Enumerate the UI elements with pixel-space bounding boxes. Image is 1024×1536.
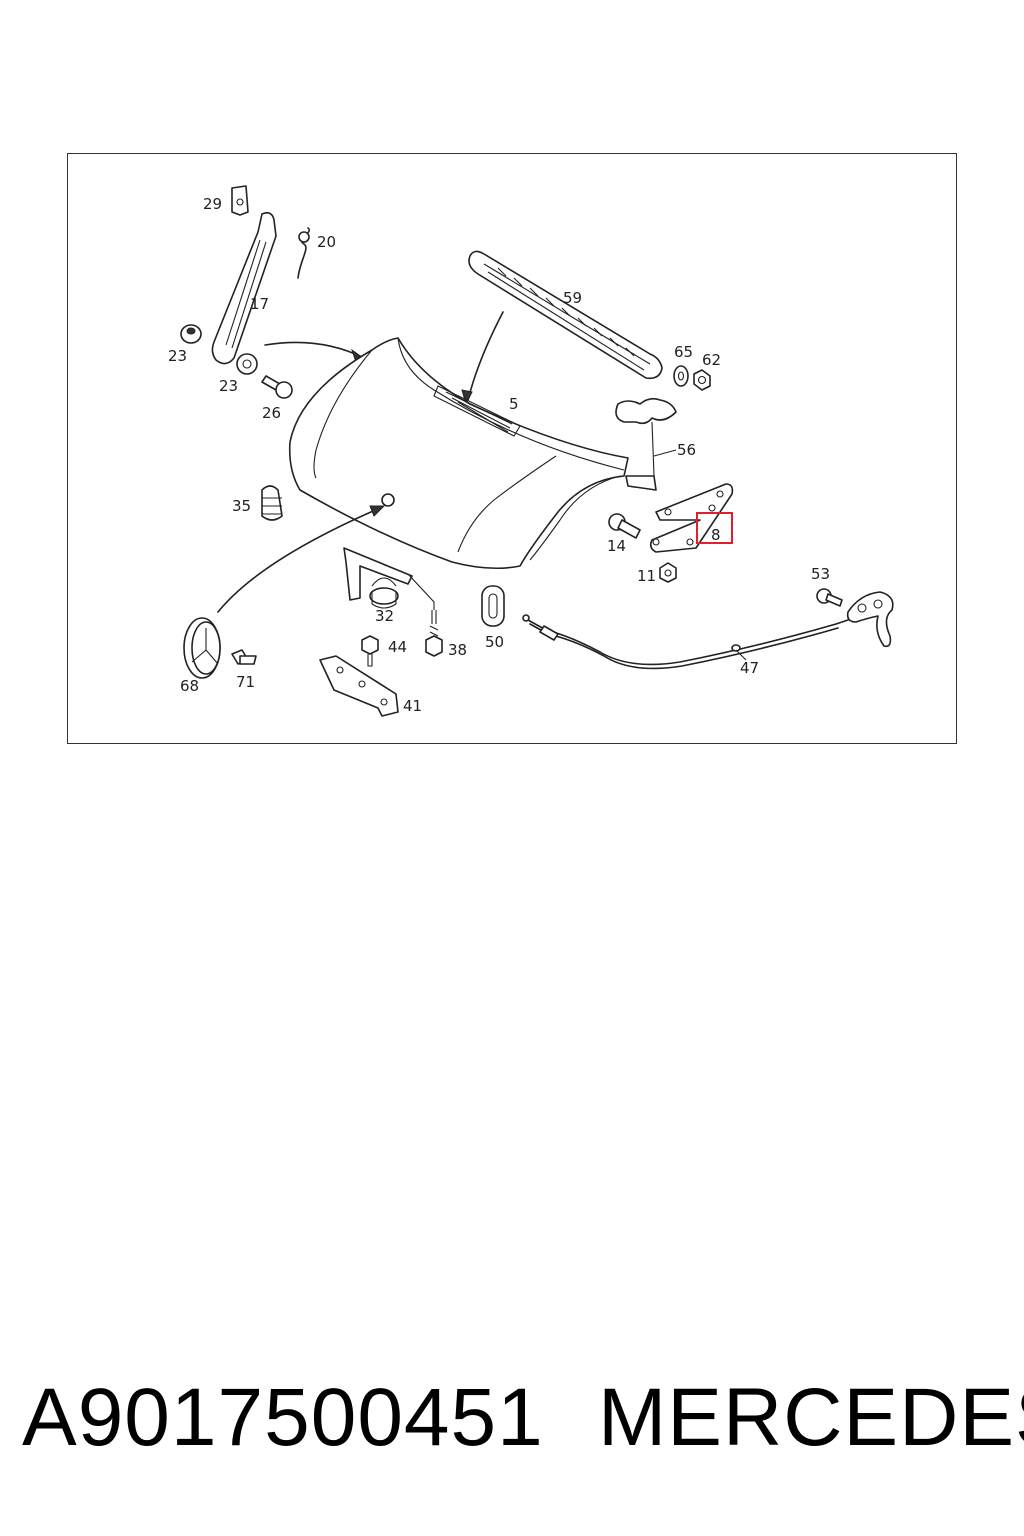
- part-59-cowl-grille[interactable]: [468, 250, 663, 380]
- part-50-grommet[interactable]: [481, 585, 505, 627]
- callout-32: 32: [375, 607, 394, 625]
- emblem-mount-point: [381, 493, 395, 507]
- callout-62: 62: [702, 351, 721, 369]
- highlight-box-callout-8: [696, 512, 733, 544]
- leader-56: [653, 449, 677, 457]
- callout-50: 50: [485, 633, 504, 651]
- callout-17: 17: [250, 295, 269, 313]
- part-62-nut[interactable]: [693, 369, 711, 391]
- arrowhead-emblem: [369, 505, 386, 517]
- part-release-handle[interactable]: [846, 591, 894, 648]
- callout-44: 44: [388, 638, 407, 656]
- callout-5: 5: [509, 395, 519, 413]
- callout-23-lower: 23: [219, 377, 238, 395]
- part-14-bolt[interactable]: [608, 513, 641, 539]
- callout-53: 53: [811, 565, 830, 583]
- leader-47: [735, 649, 747, 661]
- part-26-bolt[interactable]: [261, 375, 293, 399]
- footer: A9017500451 MERCEDES: [0, 1368, 1024, 1478]
- callout-14: 14: [607, 537, 626, 555]
- part-68-star-emblem[interactable]: [183, 617, 221, 679]
- callout-26: 26: [262, 404, 281, 422]
- part-38-bolt[interactable]: [407, 573, 443, 657]
- part-5-hood[interactable]: [288, 337, 629, 570]
- part-41-lock-bracket[interactable]: [319, 655, 399, 717]
- callout-59: 59: [563, 289, 582, 307]
- part-44-bolt[interactable]: [361, 635, 379, 667]
- part-20-spring[interactable]: [297, 227, 311, 279]
- callout-11: 11: [637, 567, 656, 585]
- callout-20: 20: [317, 233, 336, 251]
- part-23-bushing-upper[interactable]: [180, 324, 202, 344]
- callout-56: 56: [677, 441, 696, 459]
- part-8-hood-hinge[interactable]: [649, 483, 734, 553]
- part-29-clip[interactable]: [231, 185, 249, 216]
- part-56-seal[interactable]: [615, 397, 677, 491]
- callout-35: 35: [232, 497, 251, 515]
- part-35-buffer[interactable]: [261, 485, 283, 521]
- callout-47: 47: [740, 659, 759, 677]
- brand-name: MERCEDES: [598, 1372, 1024, 1463]
- callout-8: 8: [711, 526, 721, 544]
- callout-71: 71: [236, 673, 255, 691]
- callout-23-upper: 23: [168, 347, 187, 365]
- callout-68: 68: [180, 677, 199, 695]
- part-65-washer[interactable]: [673, 365, 689, 387]
- callout-38: 38: [448, 641, 467, 659]
- part-number: A9017500451: [22, 1372, 544, 1463]
- arrow-grille-to-hood: [467, 311, 504, 401]
- part-47-release-cable[interactable]: [522, 614, 849, 670]
- arrow-strut-to-hood: [264, 341, 365, 359]
- callout-41: 41: [403, 697, 422, 715]
- part-17-hood-strut[interactable]: [211, 212, 277, 365]
- callout-29: 29: [203, 195, 222, 213]
- part-23-washer-lower[interactable]: [236, 353, 258, 375]
- part-32-hood-lock[interactable]: [343, 547, 413, 609]
- part-71-clip[interactable]: [231, 649, 257, 665]
- part-53-screw[interactable]: [816, 588, 843, 607]
- callout-65: 65: [674, 343, 693, 361]
- arrow-emblem-to-hood: [217, 507, 381, 613]
- arrowhead-grille: [461, 389, 473, 406]
- part-11-nut[interactable]: [659, 562, 677, 583]
